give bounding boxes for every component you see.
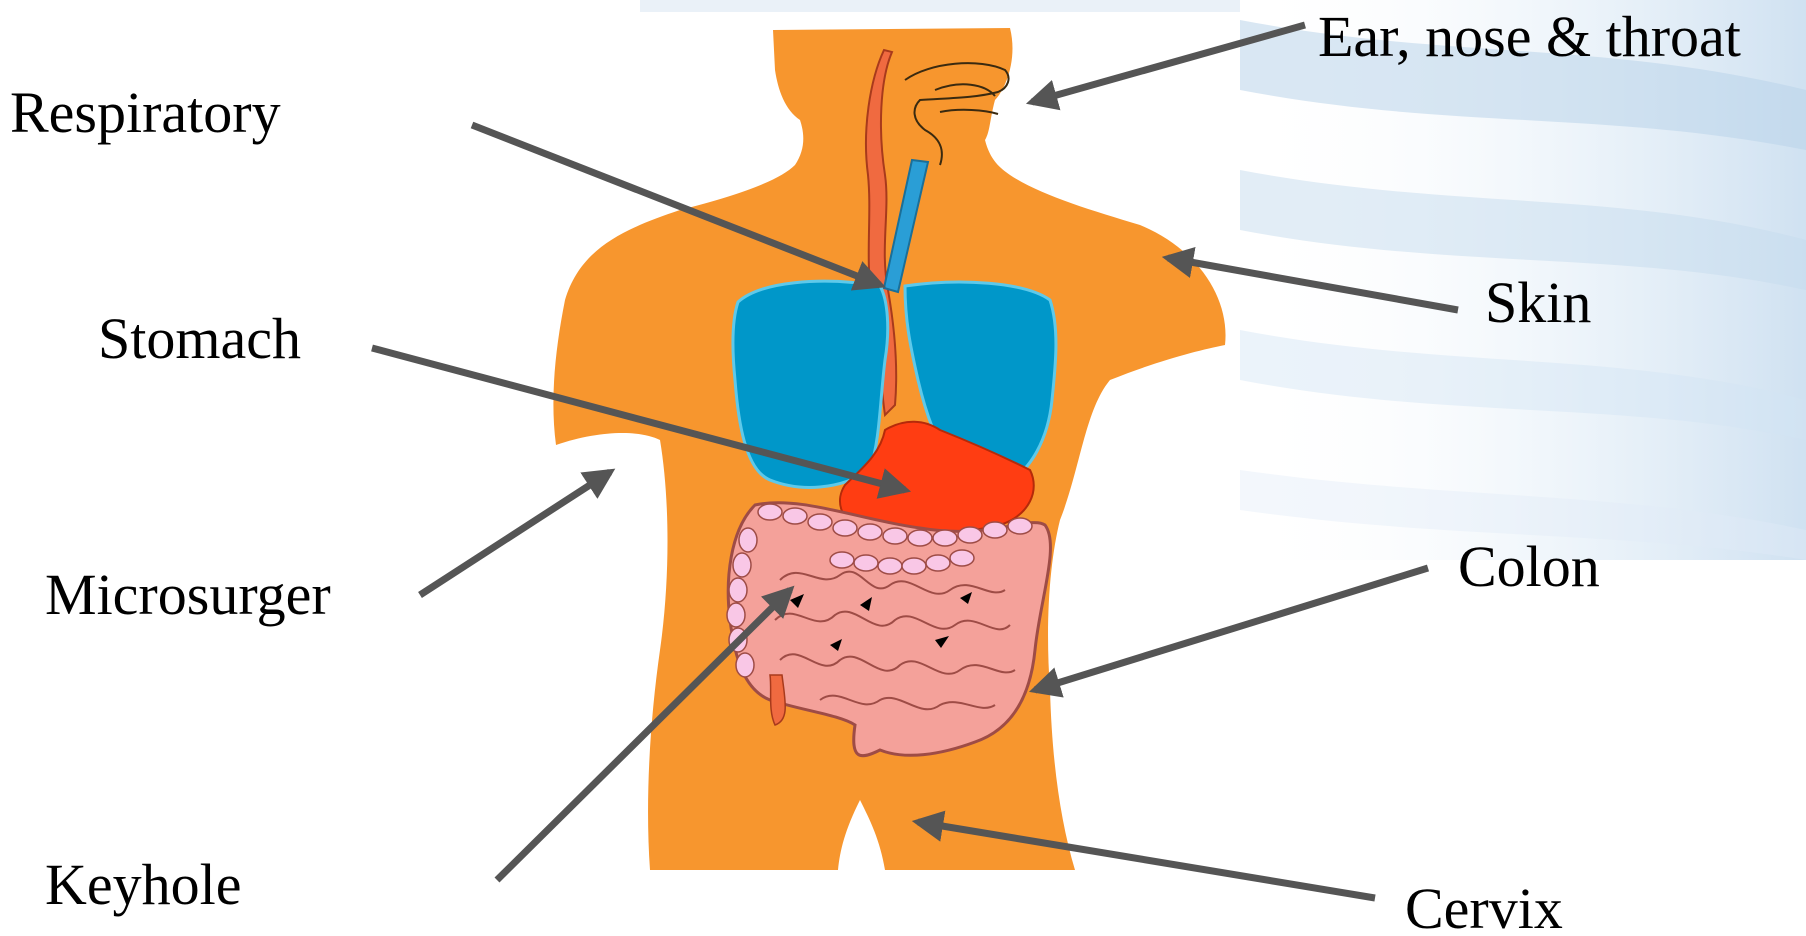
label-cervix: Cervix (1405, 880, 1563, 936)
label-stomach: Stomach (98, 310, 301, 368)
label-skin: Skin (1485, 274, 1591, 332)
label-respiratory: Respiratory (10, 84, 281, 142)
arrow-cervix (918, 822, 1375, 898)
arrow-respiratory (472, 125, 880, 285)
arrow-skin (1168, 258, 1458, 310)
arrow-keyhole (497, 590, 790, 880)
label-keyhole: Keyhole (45, 856, 242, 914)
arrow-colon (1035, 568, 1428, 690)
label-microsurgery: Microsurger (45, 566, 331, 624)
label-ear-nose-throat: Ear, nose & throat (1318, 8, 1741, 66)
arrow-ent (1032, 25, 1305, 102)
arrow-stomach (372, 348, 905, 490)
label-colon: Colon (1458, 538, 1600, 596)
arrow-microsurgery (420, 472, 610, 595)
